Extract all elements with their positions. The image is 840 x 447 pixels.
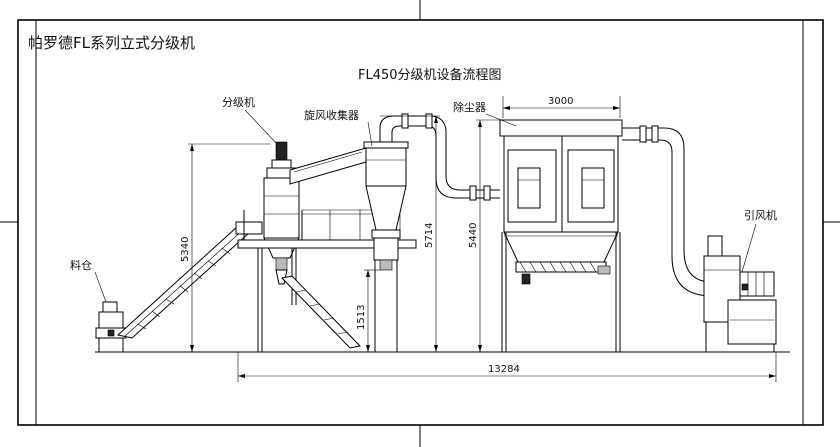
page-title: 帕罗德FL系列立式分级机 <box>28 34 195 52</box>
dim-3000 <box>502 96 621 118</box>
classifier-to-cyclone-duct <box>289 147 367 185</box>
dim-label-3000: 3000 <box>548 96 573 107</box>
fan-label: 引风机 <box>744 208 777 222</box>
dim-label-5440: 5440 <box>468 223 479 248</box>
dust-collector-label: 除尘器 <box>453 100 486 114</box>
dim-13284 <box>237 352 777 382</box>
hopper <box>95 301 127 352</box>
dim-label-5340: 5340 <box>180 237 191 262</box>
diagram-subtitle: FL450分级机设备流程图 <box>358 67 502 83</box>
dim-1513 <box>364 269 380 352</box>
screw-conveyor <box>116 221 263 339</box>
dim-label-1513: 1513 <box>356 305 367 330</box>
dim-5714 <box>380 115 440 352</box>
dim-label-5714: 5714 <box>424 223 435 248</box>
dim-5340 <box>188 143 270 352</box>
hopper-label: 料仓 <box>70 258 92 272</box>
dust-collector <box>499 119 623 352</box>
classifier <box>263 141 300 285</box>
classifier-frame <box>237 209 417 352</box>
discharge-chute <box>281 275 361 349</box>
induced-fan <box>703 235 777 352</box>
cyclone-collector <box>363 141 409 352</box>
cyclone-label: 旋风收集器 <box>304 108 359 122</box>
cyclone-to-dust-collector-duct <box>379 113 500 201</box>
dim-label-13284: 13284 <box>488 364 520 375</box>
dust-collector-to-fan-duct <box>622 125 740 297</box>
dim-5440 <box>476 119 500 352</box>
classifier-label: 分级机 <box>222 95 255 109</box>
